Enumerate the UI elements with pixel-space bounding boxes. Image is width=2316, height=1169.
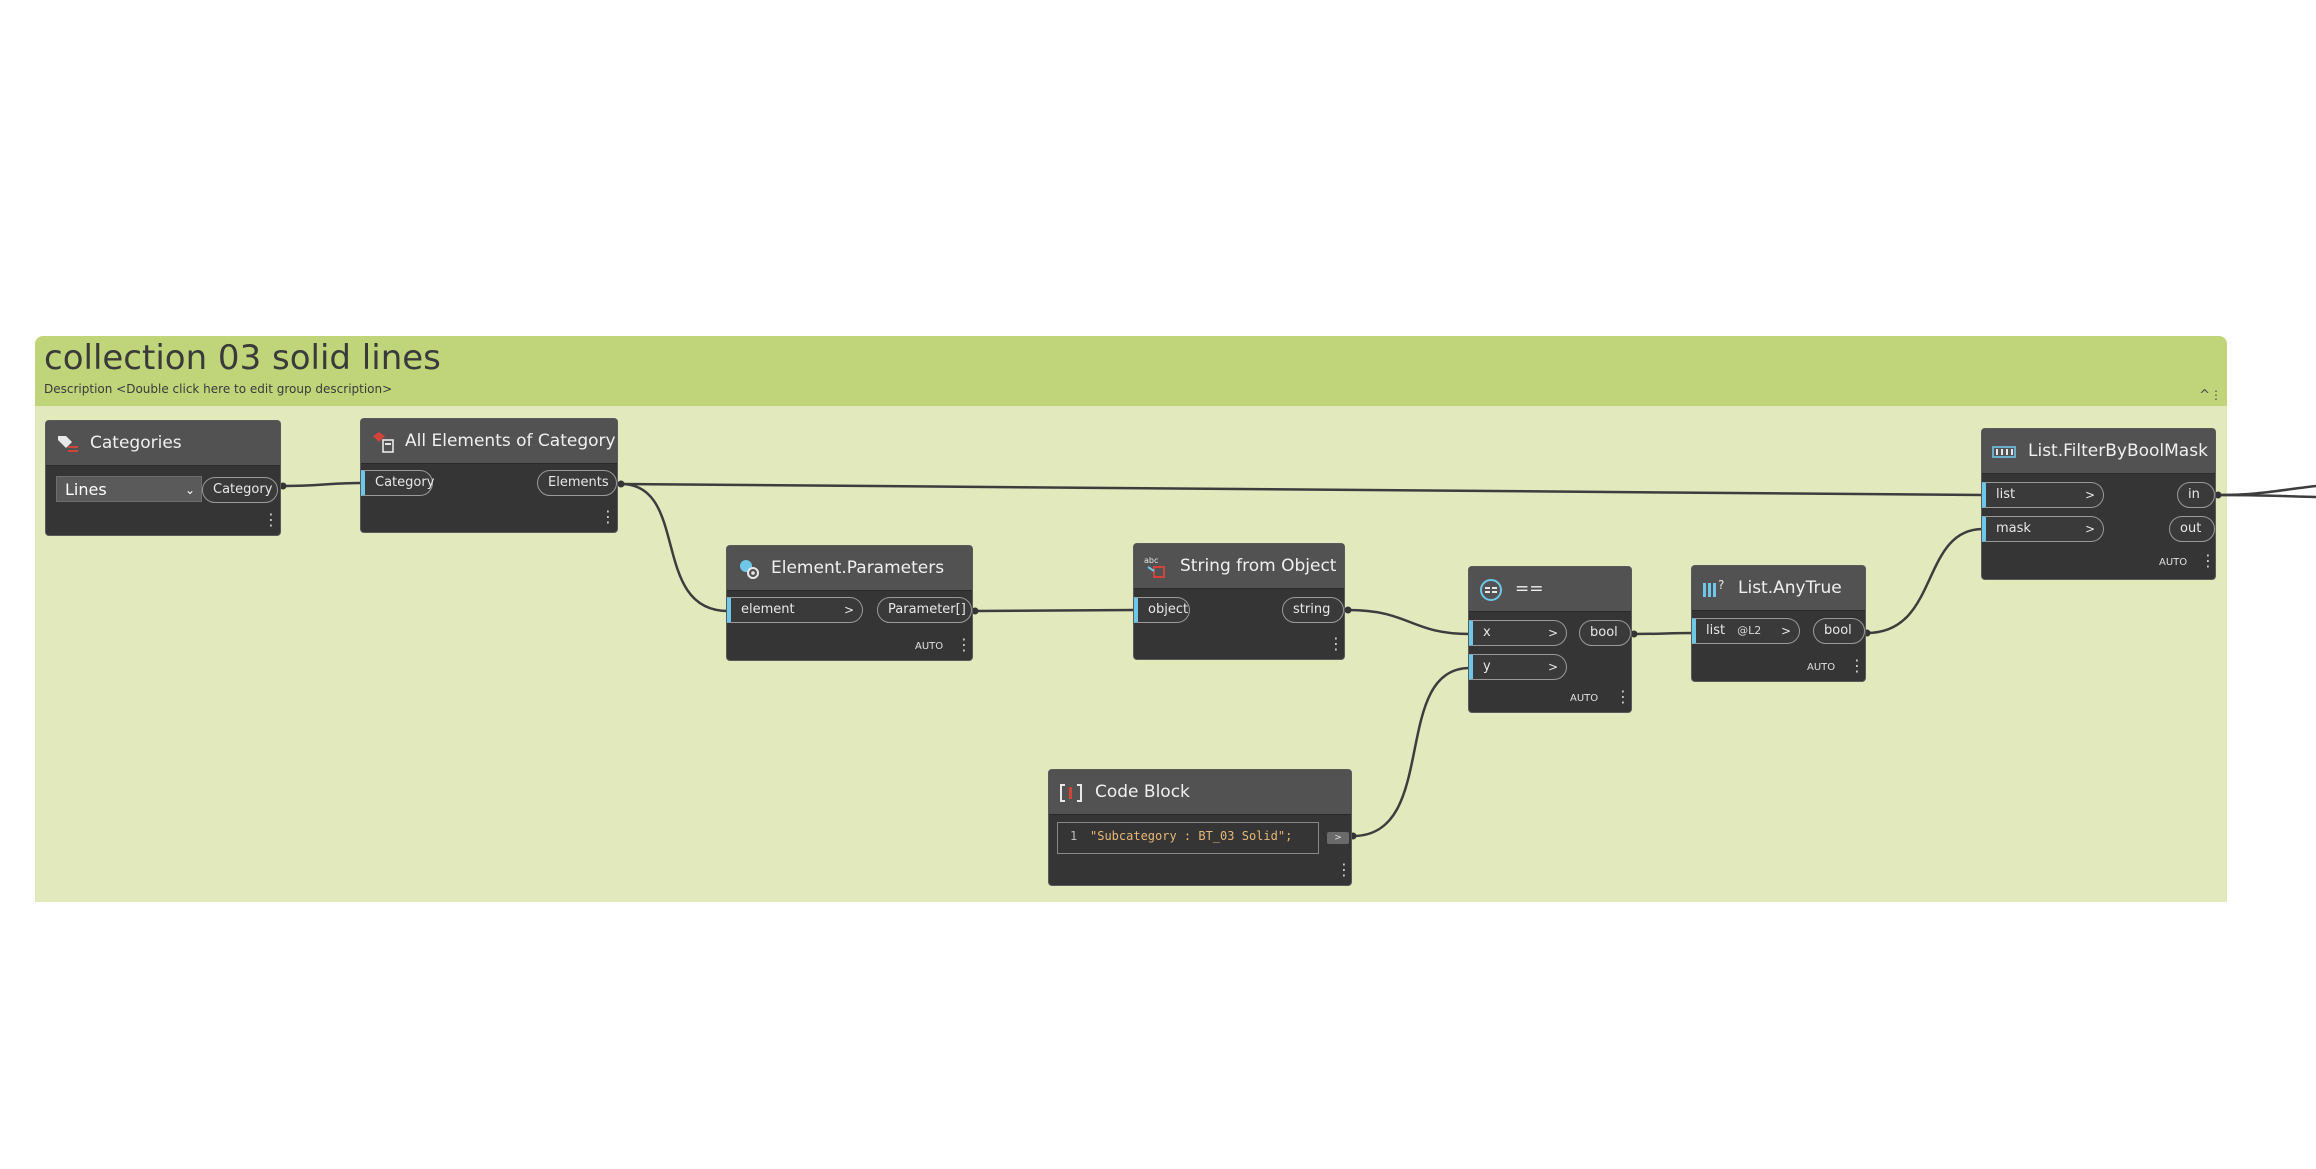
node-title: Code Block xyxy=(1095,782,1190,802)
code-block-icon xyxy=(1060,784,1082,802)
group-title[interactable]: collection 03 solid lines xyxy=(44,338,441,378)
output-port-bool[interactable]: bool xyxy=(1579,620,1631,646)
lacing-label[interactable]: AUTO xyxy=(2159,557,2188,568)
code-text[interactable]: "Subcategory : BT_03 Solid"; xyxy=(1090,829,1293,843)
node-title: Element.Parameters xyxy=(771,558,945,578)
node-menu-icon[interactable]: ⋮ xyxy=(1849,656,1865,675)
output-port-elements[interactable]: Elements xyxy=(537,470,617,496)
node-title: == xyxy=(1515,579,1544,599)
code-block-node[interactable]: Code Block 1 "Subcategory : BT_03 Solid"… xyxy=(1049,770,1352,885)
all-elements-of-category-node[interactable]: All Elements of Category Category Elemen… xyxy=(361,419,617,532)
input-port-list[interactable]: list > xyxy=(1982,482,2104,508)
node-menu-icon[interactable]: ⋮ xyxy=(2200,551,2216,570)
svg-text:?: ? xyxy=(1718,578,1724,592)
node-title: Categories xyxy=(90,433,182,453)
node-header[interactable]: List.FilterByBoolMask xyxy=(1982,429,2215,474)
lacing-label[interactable]: AUTO xyxy=(915,641,944,652)
group-description[interactable]: Description <Double click here to edit g… xyxy=(44,382,393,396)
port-arrow-icon: > xyxy=(1547,626,1558,640)
node-menu-icon[interactable]: ⋮ xyxy=(1336,860,1352,879)
node-title: List.FilterByBoolMask xyxy=(2028,441,2208,461)
lacing-label[interactable]: AUTO xyxy=(1570,693,1599,704)
node-title: String from Object xyxy=(1180,556,1337,576)
group-header[interactable]: collection 03 solid lines Description <D… xyxy=(35,336,2227,406)
wire-filter-in-out-2 xyxy=(2217,493,2316,499)
node-header[interactable]: ? List.AnyTrue xyxy=(1692,566,1865,611)
svg-text:abc: abc xyxy=(1144,556,1158,565)
output-port-in[interactable]: in xyxy=(2177,482,2215,508)
node-header[interactable]: == xyxy=(1469,567,1631,612)
line-number: 1 xyxy=(1070,829,1078,843)
node-menu-icon[interactable]: ⋮ xyxy=(263,510,279,529)
output-port-out[interactable]: out xyxy=(2169,516,2215,542)
node-header[interactable]: Categories xyxy=(46,421,280,466)
output-port-string[interactable]: string xyxy=(1282,597,1344,623)
output-port-parameters[interactable]: Parameter[] xyxy=(877,597,972,623)
node-menu-icon[interactable]: ⋮ xyxy=(1328,634,1344,653)
chevron-down-icon: ⌄ xyxy=(184,483,195,497)
input-port-category[interactable]: Category xyxy=(361,470,434,496)
port-label: y xyxy=(1483,659,1491,674)
input-port-list[interactable]: list @L2 > xyxy=(1692,618,1800,644)
list-filter-icon xyxy=(1992,446,2016,458)
lacing-label[interactable]: AUTO xyxy=(1807,662,1836,673)
node-menu-icon[interactable]: ⋮ xyxy=(1615,687,1631,706)
node-header[interactable]: All Elements of Category xyxy=(361,419,617,464)
input-port-element[interactable]: element > xyxy=(727,597,863,623)
element-parameters-icon xyxy=(740,560,759,579)
input-port-x[interactable]: x > xyxy=(1469,620,1567,646)
port-arrow-icon: > xyxy=(1547,660,1558,674)
element-parameters-node[interactable]: Element.Parameters element > Parameter[]… xyxy=(727,546,972,660)
group-collapse-icon[interactable]: ^ xyxy=(2199,388,2210,403)
port-label: element xyxy=(741,602,795,617)
port-label: list xyxy=(1706,623,1726,638)
port-arrow-icon: > xyxy=(2084,522,2095,536)
string-from-object-icon: abc xyxy=(1144,556,1165,578)
list-level-label[interactable]: @L2 xyxy=(1737,624,1762,637)
port-arrow-icon: > xyxy=(1780,624,1791,638)
node-title: All Elements of Category xyxy=(405,431,616,451)
output-port-code[interactable]: > xyxy=(1327,832,1349,844)
port-label: mask xyxy=(1996,521,2031,536)
node-menu-icon[interactable]: ⋮ xyxy=(956,635,972,654)
port-arrow-icon: > xyxy=(2084,488,2095,502)
category-dropdown[interactable]: Lines ⌄ xyxy=(56,476,202,502)
wire-filter-in-out xyxy=(2217,484,2316,497)
input-port-object[interactable]: object xyxy=(1134,597,1190,623)
output-port-category[interactable]: Category xyxy=(202,477,278,503)
node-header[interactable]: abc String from Object xyxy=(1134,544,1344,589)
port-label: list xyxy=(1996,487,2016,502)
elements-of-category-icon xyxy=(373,432,394,453)
list-filter-by-bool-mask-node[interactable]: List.FilterByBoolMask list > mask > in o… xyxy=(1982,429,2216,579)
node-header[interactable]: Element.Parameters xyxy=(727,546,972,591)
node-header[interactable]: Code Block xyxy=(1049,770,1351,815)
code-editor[interactable]: 1 "Subcategory : BT_03 Solid"; xyxy=(1057,822,1319,854)
equals-operator-icon xyxy=(1480,579,1502,601)
node-title: List.AnyTrue xyxy=(1738,578,1842,598)
group-menu-icon[interactable]: ⋮ xyxy=(2210,388,2222,402)
equals-node[interactable]: == x > y > bool AUTO ⋮ xyxy=(1469,567,1631,712)
input-port-y[interactable]: y > xyxy=(1469,654,1567,680)
port-arrow-icon: > xyxy=(843,603,854,617)
output-port-bool[interactable]: bool xyxy=(1813,618,1865,644)
list-any-true-node[interactable]: ? List.AnyTrue list @L2 > bool AUTO ⋮ xyxy=(1692,566,1865,681)
node-menu-icon[interactable]: ⋮ xyxy=(600,507,616,526)
string-from-object-node[interactable]: abc String from Object object string ⋮ xyxy=(1134,544,1344,659)
category-tag-icon xyxy=(58,436,78,452)
port-label: x xyxy=(1483,625,1491,640)
dropdown-value: Lines xyxy=(65,480,107,499)
list-any-true-icon: ? xyxy=(1703,578,1724,597)
input-port-mask[interactable]: mask > xyxy=(1982,516,2104,542)
categories-node[interactable]: Categories Lines ⌄ Category ⋮ xyxy=(46,421,280,535)
